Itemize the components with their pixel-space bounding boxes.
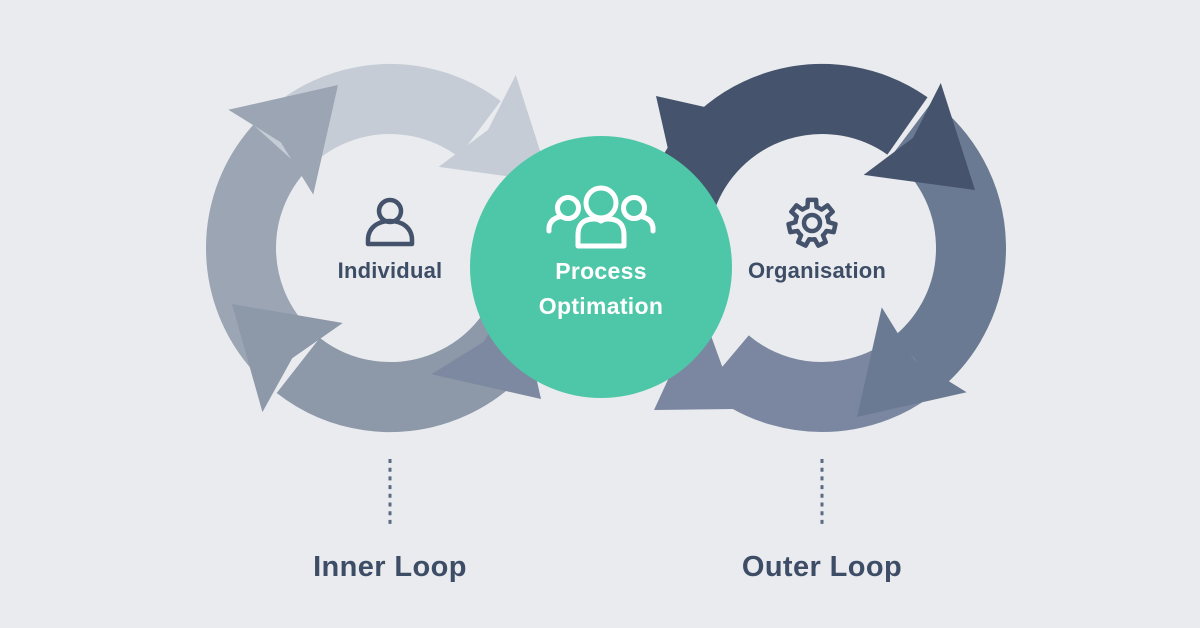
process-label-line1: Process	[555, 258, 647, 284]
inner-loop-label: Inner Loop	[313, 551, 467, 583]
dotted-connectors	[388, 459, 824, 527]
inner-loop-ring-left-arc-arrowhead	[228, 85, 338, 195]
inner-loop-ring-top-arc-arrowhead	[438, 74, 550, 182]
outer-loop-ring-bottom-arc-arrowhead	[654, 307, 767, 410]
inner-loop-ring-bottom-arc-arrowhead	[232, 304, 343, 413]
center-circle	[470, 136, 732, 398]
outer-loop-ring-right-arc-arrowhead	[857, 307, 967, 417]
organisation-label: Organisation	[747, 258, 887, 283]
process-optimation-label: Process Optimation	[501, 254, 701, 324]
individual-label: Individual	[337, 258, 443, 283]
outer-loop-ring-top-arc-arrowhead	[863, 82, 975, 190]
gear-outline	[786, 197, 838, 248]
loop-rings	[206, 64, 1006, 432]
process-label-line2: Optimation	[538, 293, 664, 319]
gear-hole	[801, 212, 823, 234]
person-icon	[365, 197, 415, 247]
outer-loop-label: Outer Loop	[741, 551, 903, 583]
outer-loop-ring	[649, 64, 1006, 432]
people-icon	[546, 185, 656, 249]
gear-icon	[786, 197, 838, 248]
